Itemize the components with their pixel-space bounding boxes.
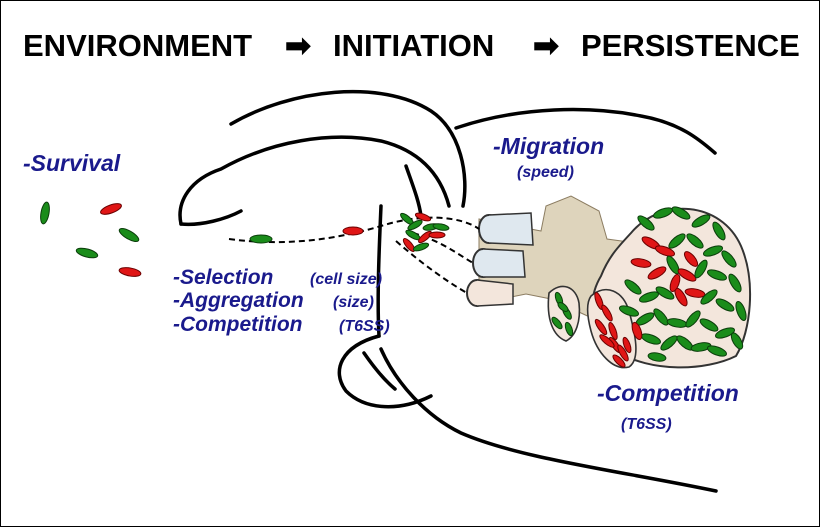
upper-appendage-tip	[181, 211, 241, 224]
label-migration-sub: (speed)	[517, 164, 574, 181]
red-bacterium	[118, 266, 141, 278]
green-bacterium	[75, 246, 98, 259]
red-bacterium	[429, 232, 445, 238]
stage-arrow-1: ➡	[285, 28, 311, 63]
label-competition-persistence-sub: (T6SS)	[621, 416, 672, 433]
red-bacterium	[343, 227, 363, 235]
label-selection-sub: (cell size)	[310, 271, 382, 288]
stage-environment: ENVIRONMENT	[23, 28, 252, 63]
label-competition-initiation: -Competition	[173, 313, 302, 336]
duct-2-body	[483, 249, 525, 277]
stage-persistence: PERSISTENCE	[581, 28, 800, 63]
stage-initiation: INITIATION	[333, 28, 494, 63]
duct-3-body	[477, 280, 513, 306]
green-bacterium	[433, 223, 450, 232]
label-competition-initiation-sub: (T6SS)	[339, 318, 390, 335]
path-low	[396, 241, 467, 293]
stage-title: ENVIRONMENT ➡ INITIATION ➡ PERSISTENCE	[23, 28, 800, 63]
label-selection: -Selection	[173, 266, 273, 289]
green-bacterium	[39, 201, 51, 224]
inner-duct-wall	[406, 166, 421, 216]
label-aggregation: -Aggregation	[173, 289, 304, 312]
green-bacterium	[117, 226, 140, 244]
upper-appendage-inner	[180, 137, 449, 224]
label-aggregation-sub: (size)	[333, 294, 374, 311]
red-bacterium	[99, 201, 122, 216]
label-migration: -Migration	[493, 133, 604, 159]
lower-appendage-inner	[364, 353, 395, 389]
label-competition-persistence: -Competition	[597, 380, 739, 406]
stage-arrow-2: ➡	[533, 28, 559, 63]
lower-appendage	[339, 336, 431, 407]
green-bacterium	[250, 235, 272, 243]
duct-1-body	[489, 213, 533, 245]
label-survival: -Survival	[23, 150, 121, 176]
